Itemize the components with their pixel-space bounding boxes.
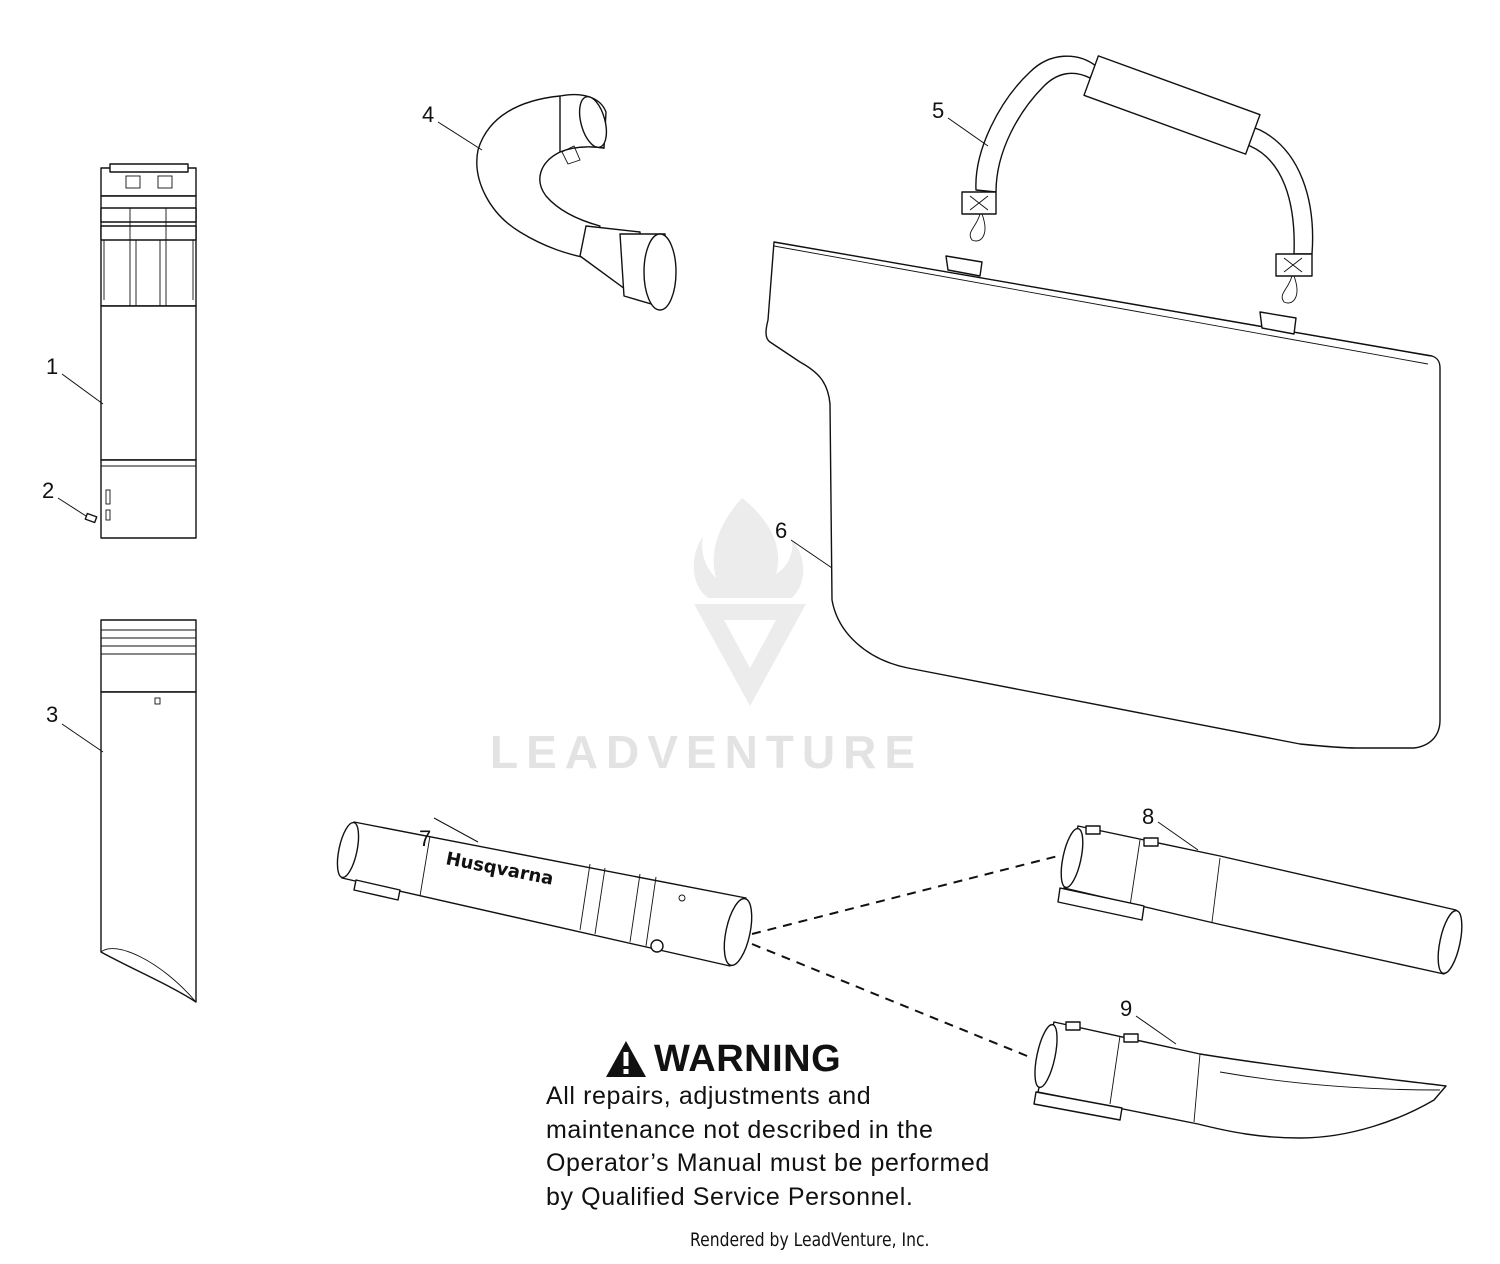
warning-body: All repairs, adjustments and maintenance… <box>546 1082 990 1211</box>
part-2-screw <box>84 512 98 524</box>
watermark-text: LEADVENTURE <box>490 726 923 778</box>
callout-7: 7 <box>419 817 479 851</box>
warning-heading: WARNING <box>604 1038 1006 1080</box>
callout-label: 2 <box>42 478 54 503</box>
watermark: LEADVENTURE <box>490 498 923 778</box>
part-7-main-tube: Husqvarna <box>336 821 753 967</box>
part-5-strap <box>961 55 1314 304</box>
callout-label: 9 <box>1120 996 1132 1021</box>
callout-2: 2 <box>42 478 87 517</box>
callout-5: 5 <box>932 98 989 147</box>
callout-label: 1 <box>46 354 58 379</box>
part-9-flat-nozzle <box>1033 1021 1447 1139</box>
part-3-nozzle <box>100 619 197 1003</box>
callout-label: 7 <box>419 826 431 851</box>
callout-label: 6 <box>775 518 787 543</box>
part-1-tube <box>100 163 197 539</box>
callout-1: 1 <box>46 354 104 405</box>
callout-label: 4 <box>422 102 434 127</box>
warning-triangle-icon <box>606 1041 646 1077</box>
watermark-v-logo-icon <box>694 604 806 706</box>
callout-8: 8 <box>1142 804 1199 851</box>
warning-title: WARNING <box>654 1037 842 1080</box>
connector-line-to-8 <box>751 855 1059 935</box>
part-6-bag <box>765 241 1441 749</box>
callout-label: 8 <box>1142 804 1154 829</box>
callout-4: 4 <box>422 102 483 151</box>
connector-line-to-9 <box>751 943 1033 1059</box>
warning-notice: WARNING All repairs, adjustments and mai… <box>546 1038 1006 1214</box>
callout-9: 9 <box>1120 996 1177 1045</box>
callout-label: 5 <box>932 98 944 123</box>
rendered-by-credit: Rendered by LeadVenture, Inc. <box>690 1229 930 1251</box>
watermark-flame-icon <box>693 498 804 598</box>
callout-3: 3 <box>46 702 104 753</box>
part-8-round-nozzle <box>1057 825 1463 975</box>
part-4-elbow <box>476 93 677 311</box>
callout-label: 3 <box>46 702 58 727</box>
callout-6: 6 <box>775 518 833 569</box>
